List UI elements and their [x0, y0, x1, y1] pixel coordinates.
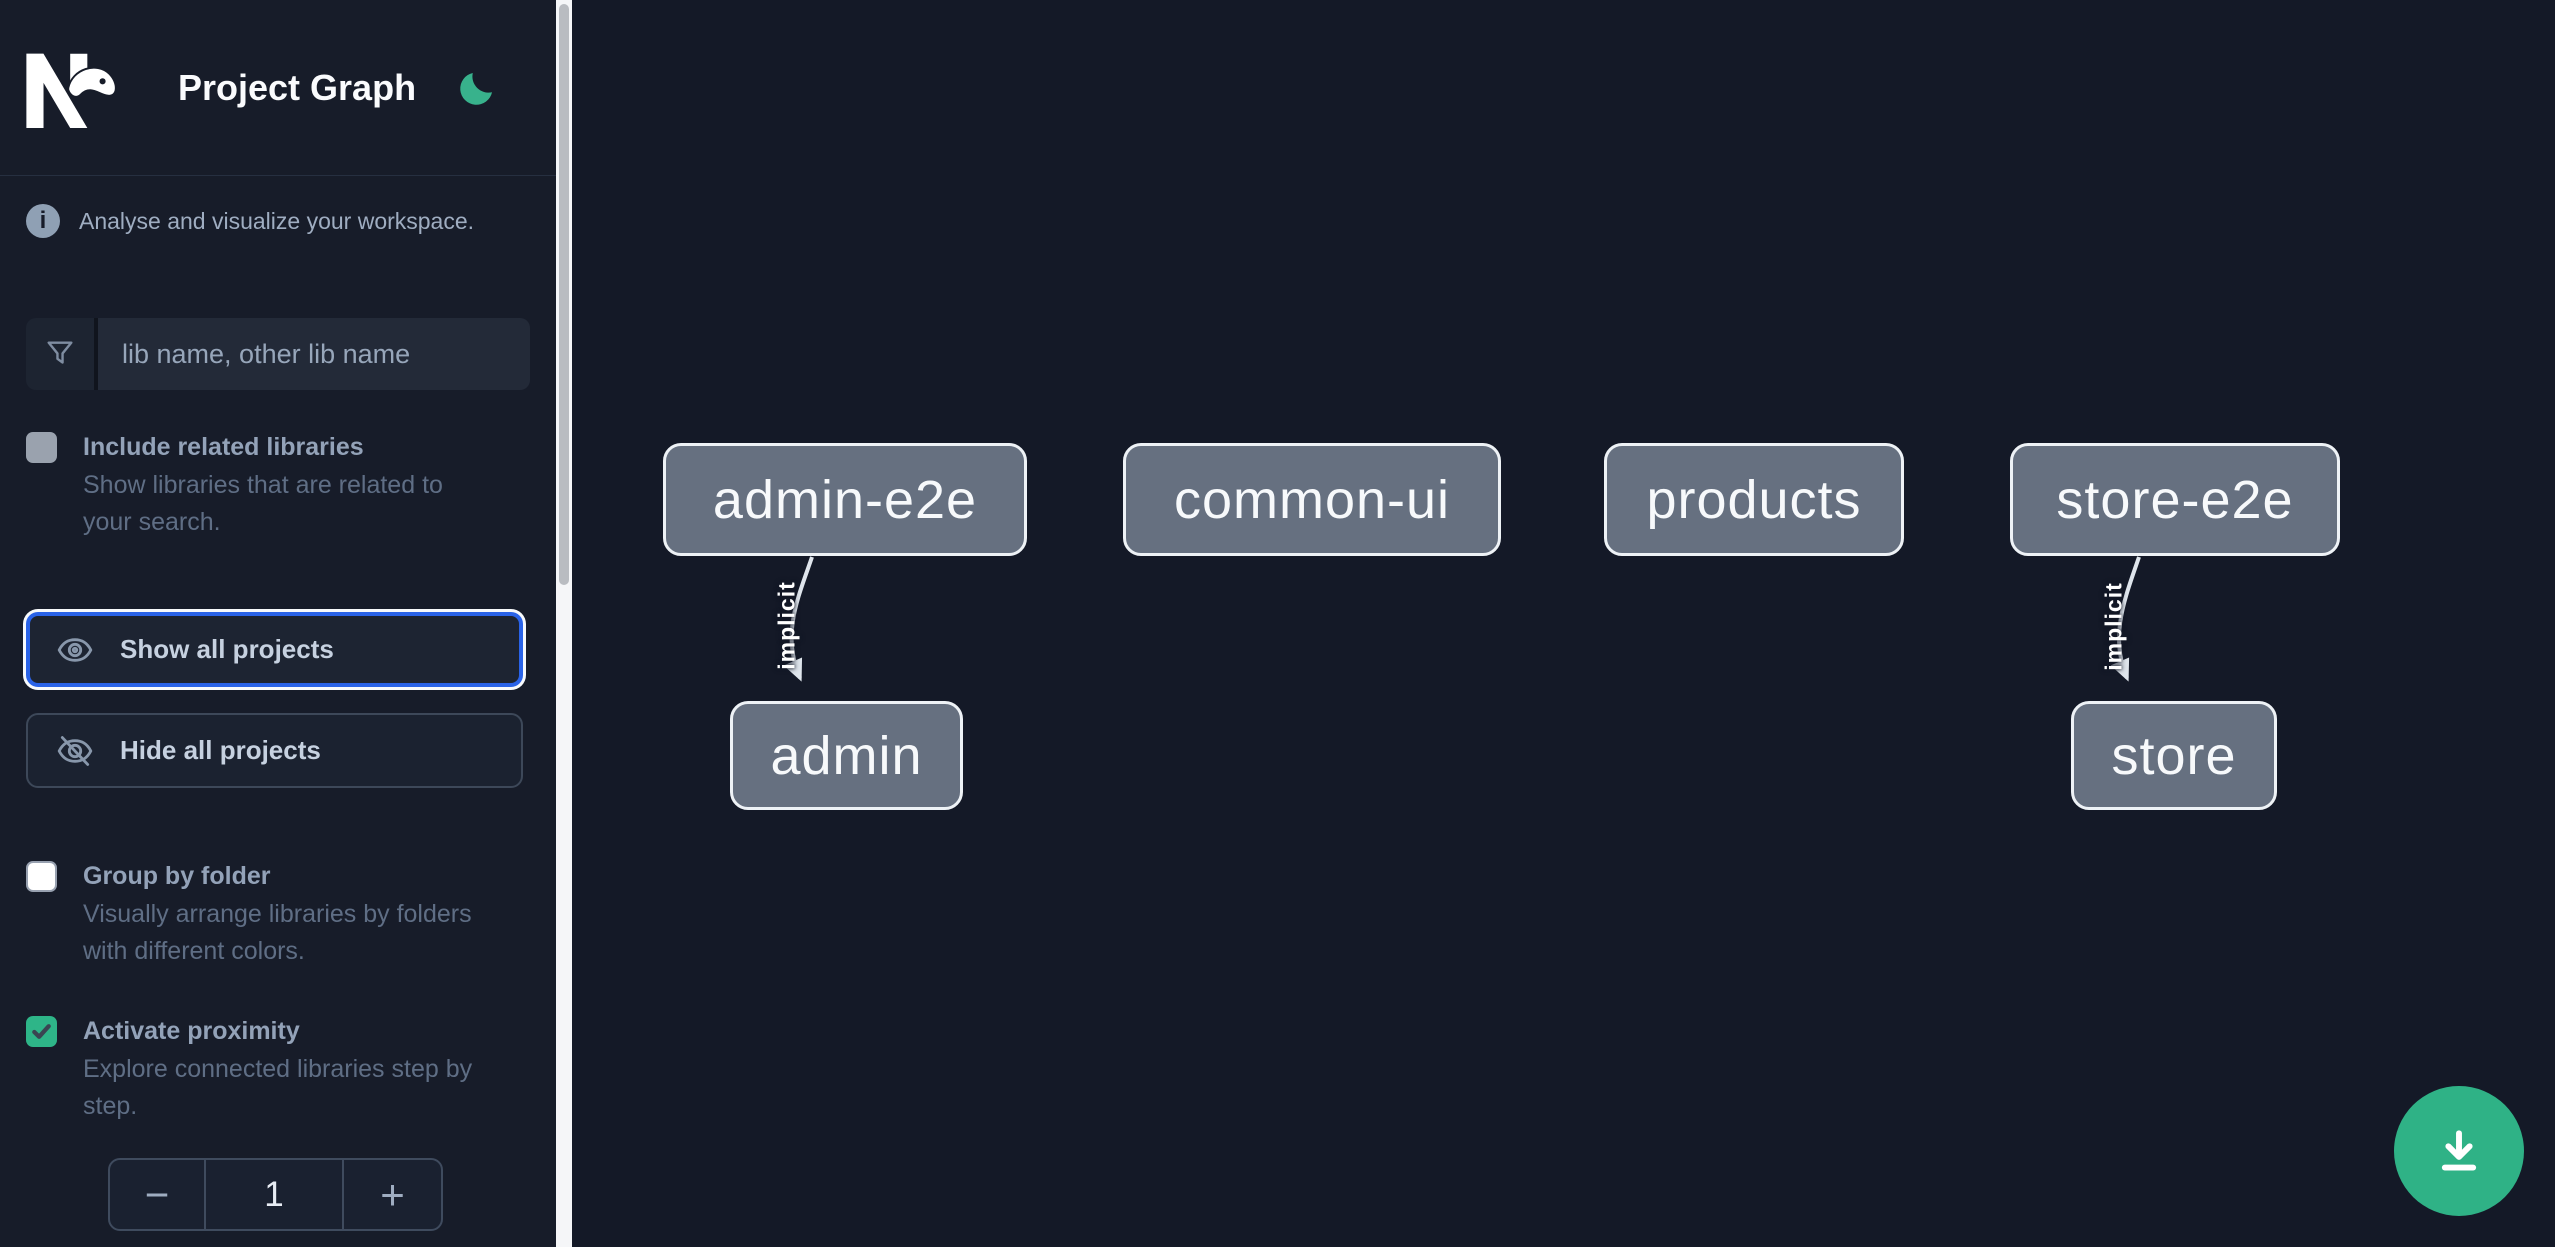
workspace-tagline-row: i Analyse and visualize your workspace.	[0, 204, 556, 238]
sidebar-scrollbar-thumb[interactable]	[559, 4, 569, 585]
search-input[interactable]	[98, 318, 530, 390]
download-image-button[interactable]	[2394, 1086, 2524, 1216]
proximity-decrement-button[interactable]: −	[110, 1160, 204, 1229]
download-icon	[2433, 1125, 2485, 1177]
toggle-include-related: Include related libraries Show libraries…	[0, 429, 556, 541]
sidebar-scrollbar-track[interactable]	[556, 0, 572, 1247]
graph-canvas[interactable]	[572, 0, 2555, 1247]
node-store-e2e[interactable]: store-e2e	[2010, 443, 2340, 556]
sidebar-header: Project Graph	[0, 0, 556, 176]
theme-toggle-button[interactable]	[456, 67, 498, 109]
moon-icon	[456, 72, 498, 112]
edge-label-implicit: implicit	[773, 581, 800, 670]
hide-all-projects-button[interactable]: Hide all projects	[26, 713, 523, 788]
proximity-depth-value: 1	[204, 1160, 344, 1229]
group-by-folder-checkbox[interactable]	[26, 861, 57, 892]
toggle-activate-proximity: Activate proximity Explore connected lib…	[0, 1013, 556, 1125]
nx-logo-icon	[26, 48, 122, 128]
proximity-depth-stepper: − 1 +	[108, 1158, 443, 1231]
proximity-increment-button[interactable]: +	[344, 1160, 441, 1229]
show-all-projects-button[interactable]: Show all projects	[26, 612, 523, 687]
eye-icon	[56, 631, 94, 669]
node-products[interactable]: products	[1604, 443, 1904, 556]
toggle-description: Explore connected libraries step by step…	[83, 1055, 473, 1120]
activate-proximity-checkbox[interactable]	[26, 1016, 57, 1047]
node-admin[interactable]: admin	[730, 701, 963, 810]
info-icon: i	[26, 204, 60, 238]
sidebar: Project Graph i Analyse and visualize yo…	[0, 0, 556, 1247]
node-common-ui[interactable]: common-ui	[1123, 443, 1501, 556]
toggle-description: Visually arrange libraries by folders wi…	[83, 900, 472, 965]
toggle-description: Show libraries that are related to your …	[83, 471, 443, 536]
hide-all-projects-label: Hide all projects	[120, 735, 321, 765]
eye-off-icon	[56, 732, 94, 770]
filter-search-box	[26, 318, 530, 390]
filter-icon	[26, 318, 98, 390]
show-all-projects-label: Show all projects	[120, 634, 334, 664]
include-related-checkbox[interactable]	[26, 432, 57, 463]
toggle-group-by-folder: Group by folder Visually arrange librari…	[0, 858, 556, 970]
toggle-label: Group by folder	[83, 862, 271, 890]
node-admin-e2e[interactable]: admin-e2e	[663, 443, 1027, 556]
toggle-label: Include related libraries	[83, 433, 364, 461]
node-store[interactable]: store	[2071, 701, 2277, 810]
check-icon	[32, 1024, 51, 1039]
workspace-tagline: Analyse and visualize your workspace.	[79, 207, 475, 234]
page-title: Project Graph	[178, 66, 417, 108]
edge-label-implicit: implicit	[2100, 582, 2127, 671]
toggle-label: Activate proximity	[83, 1017, 300, 1045]
